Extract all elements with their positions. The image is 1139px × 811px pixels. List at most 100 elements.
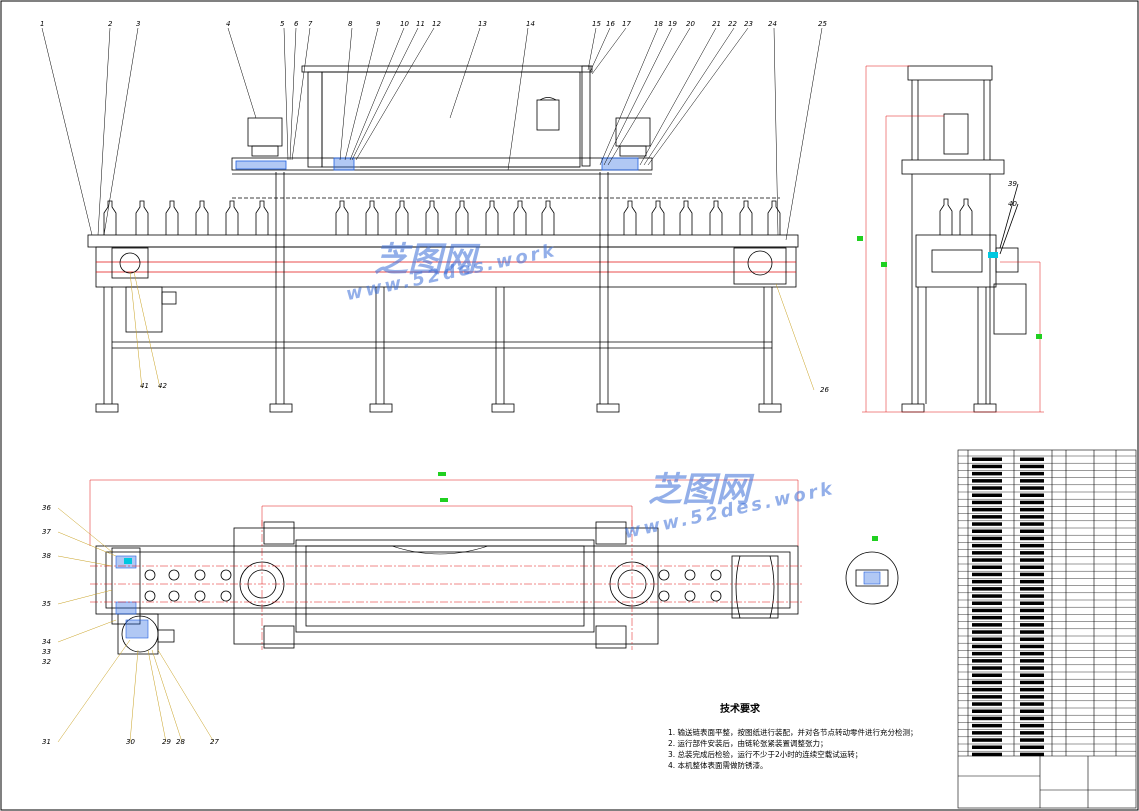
parts-list-cell-text [972, 716, 1002, 721]
parts-list-cell-text [1020, 529, 1044, 533]
left-motor [247, 117, 283, 147]
parts-list-cell-text [972, 551, 1002, 555]
part-label-13: 13 [478, 20, 487, 28]
parts-list-cell-text [1020, 507, 1044, 512]
parts-list-cell-text [972, 471, 1002, 476]
parts-list-cell-text [972, 457, 1002, 461]
parts-list-cell-text [1020, 738, 1044, 742]
plan-part-numbers: 36 37 38 35 34 33 32 31 30 29 28 27 [42, 504, 219, 746]
tech-requirement-3: 3. 总装完成后检验，运行不少于2小时的连续空载试运转； [668, 750, 863, 759]
part-label-5: 5 [280, 20, 285, 28]
front-part-numbers: 1 2 3 4 5 6 7 8 9 10 11 12 13 14 15 16 1… [40, 20, 829, 394]
part-label-33: 33 [42, 648, 51, 656]
parts-list-cell-text [972, 702, 1002, 706]
tech-requirement-2: 2. 运行部件安装后，由链轮张紧装置调整张力； [668, 739, 828, 748]
part-label-34: 34 [42, 638, 51, 646]
parts-list-cell-text [1020, 651, 1044, 656]
front-view [87, 65, 799, 413]
parts-list-cell-text [1020, 493, 1044, 497]
parts-list-cell-text [1020, 471, 1044, 476]
part-label-1: 1 [40, 20, 44, 28]
part-label-36: 36 [42, 504, 51, 512]
parts-list-cell-text [1020, 594, 1044, 598]
part-label-41: 41 [140, 382, 149, 390]
glass-hood [321, 71, 581, 168]
bottle-row [103, 200, 781, 235]
parts-list-cell-text [972, 608, 1002, 613]
part-label-28: 28 [176, 738, 185, 746]
parts-list-cell-text [972, 745, 1002, 749]
parts-list-cell-text [972, 486, 1002, 490]
parts-list-cell-text [1020, 695, 1044, 699]
part-label-30: 30 [126, 738, 135, 746]
parts-list-cell-text [972, 558, 1002, 562]
cyan-accents [124, 252, 998, 564]
parts-list-cell-text [1020, 464, 1044, 469]
part-label-23: 23 [744, 20, 753, 28]
dimension-markers [438, 236, 1042, 541]
parts-list-cell-text [972, 651, 1002, 656]
parts-list-cell-text [972, 500, 1002, 505]
part-label-14: 14 [526, 20, 535, 28]
part-label-29: 29 [162, 738, 171, 746]
parts-list-cell-text [972, 536, 1002, 541]
parts-list-cell-text [972, 695, 1002, 699]
part-label-3: 3 [136, 20, 140, 28]
plan-holes [144, 569, 722, 602]
parts-list-cell-text [972, 615, 1002, 620]
parts-list-cell-text [1020, 522, 1044, 526]
parts-list-cell-text [972, 623, 1002, 627]
parts-list-cell-text [972, 587, 1002, 591]
top-beam [301, 65, 593, 73]
part-label-31: 31 [42, 738, 51, 746]
parts-list-cell-text [1020, 479, 1044, 483]
part-label-24: 24 [768, 20, 777, 28]
parts-list-cell-text [1020, 673, 1044, 677]
parts-list-cell-text [972, 687, 1002, 692]
parts-list-cell-text [1020, 623, 1044, 627]
parts-list-cell-text [1020, 637, 1044, 641]
parts-list-cell-text [1020, 659, 1044, 663]
parts-list-cell-text [1020, 486, 1044, 490]
tech-requirement-1: 1. 输送链表面平整，按图纸进行装配，并对各节点转动零件进行充分检测； [668, 728, 918, 737]
parts-list-cell-text [1020, 702, 1044, 706]
part-label-10: 10 [400, 20, 409, 28]
parts-list-cell-text [972, 752, 1002, 757]
parts-list-cell-text [1020, 709, 1044, 713]
part-label-39: 39 [1008, 180, 1017, 188]
parts-list-cell-text [972, 723, 1002, 728]
part-label-6: 6 [294, 20, 299, 28]
parts-list-cell-text [1020, 723, 1044, 728]
parts-list-cell-text [972, 594, 1002, 598]
plan-center-lines [89, 479, 804, 650]
part-label-22: 22 [728, 20, 737, 28]
part-label-21: 21 [712, 20, 721, 28]
parts-list-cell-text [1020, 644, 1044, 649]
side-dimensions [862, 65, 1044, 413]
parts-list-cell-text [972, 673, 1002, 677]
parts-list-cell-text [1020, 630, 1044, 634]
parts-list [957, 449, 1137, 809]
parts-list-cell-text [1020, 565, 1044, 569]
parts-list-cell-text [972, 493, 1002, 497]
parts-list-cell-text [1020, 457, 1044, 461]
part-label-18: 18 [654, 20, 663, 28]
parts-list-cell-text [1020, 752, 1044, 757]
parts-list-cell-text [972, 529, 1002, 533]
watermark-brand: 芝图网 [374, 240, 476, 280]
left-post-upper [307, 71, 323, 168]
part-label-27: 27 [210, 738, 219, 746]
parts-list-cell-text [1020, 536, 1044, 541]
part-label-7: 7 [308, 20, 313, 28]
part-label-35: 35 [42, 600, 51, 608]
parts-list-cell-text [972, 572, 1002, 577]
parts-list-cell-text [972, 464, 1002, 469]
parts-list-cell-text [1020, 551, 1044, 555]
part-label-20: 20 [686, 20, 695, 28]
parts-list-cell-text [972, 601, 1002, 605]
plan-leaders [57, 507, 215, 743]
part-label-26: 26 [820, 386, 829, 394]
parts-list-cell-text [972, 659, 1002, 663]
part-label-17: 17 [622, 20, 631, 28]
